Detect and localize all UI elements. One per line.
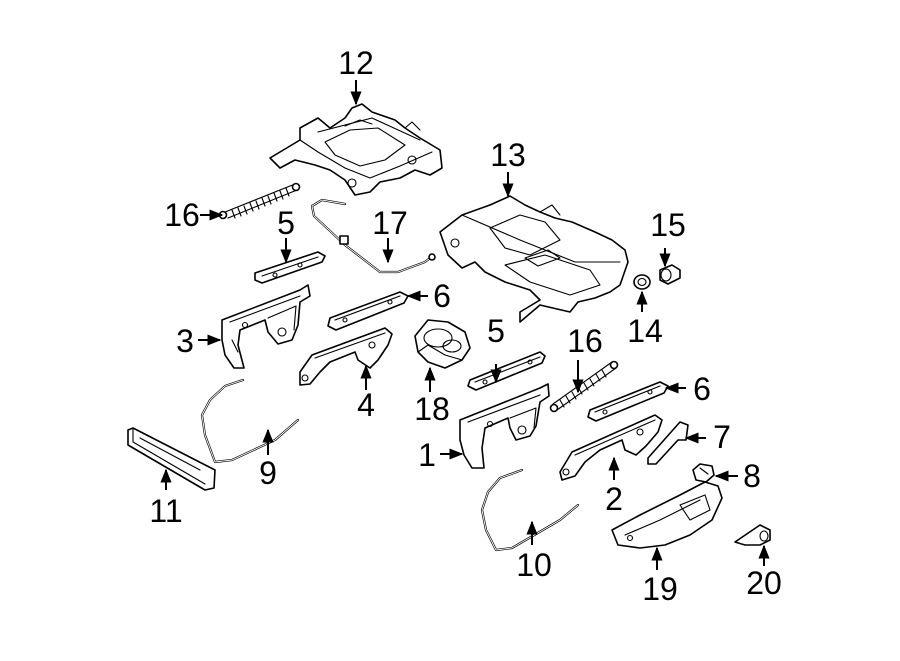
- part-13-seat-frame: [439, 195, 629, 323]
- callout-1: 1: [418, 437, 436, 473]
- part-18-storage-bin: [414, 319, 471, 369]
- part-20-handle: [734, 524, 771, 546]
- callout-6-left: 6: [433, 278, 451, 314]
- part-5-rail-left: [254, 251, 326, 284]
- callout-7: 7: [713, 419, 731, 455]
- callout-14: 14: [627, 313, 663, 349]
- part-15-cap: [659, 264, 681, 285]
- part-9-wire: [200, 378, 300, 464]
- callout-13: 13: [490, 137, 526, 173]
- part-12-seat-frame: [269, 103, 443, 196]
- callout-17: 17: [372, 205, 408, 241]
- part-14-cap: [633, 274, 651, 290]
- part-1-track-right: [459, 383, 550, 469]
- part-4-track-left-lower: [299, 327, 393, 386]
- callout-4: 4: [357, 387, 375, 423]
- callout-2: 2: [605, 481, 623, 517]
- callout-19: 19: [642, 571, 678, 607]
- leader-lines: [160, 80, 770, 570]
- callout-3: 3: [176, 323, 194, 359]
- callout-16-right: 16: [567, 323, 603, 359]
- callout-20: 20: [746, 565, 782, 601]
- part-6-rail-left: [327, 291, 409, 331]
- part-5-rail-right: [467, 351, 546, 391]
- part-11-bar: [127, 427, 216, 491]
- callout-9: 9: [259, 455, 277, 491]
- part-6-rail-right: [587, 381, 669, 422]
- part-10-wire: [480, 468, 580, 552]
- callout-12: 12: [338, 45, 374, 81]
- part-7-bracket: [647, 421, 689, 465]
- part-17-cable: [310, 198, 436, 274]
- callout-5-left: 5: [277, 205, 295, 241]
- callout-18: 18: [414, 391, 450, 427]
- callout-10: 10: [516, 547, 552, 583]
- callout-11: 11: [149, 493, 182, 529]
- part-3-track-left: [221, 284, 311, 369]
- callout-8: 8: [743, 458, 761, 494]
- callout-6-right: 6: [693, 371, 711, 407]
- callout-16-left: 16: [164, 197, 200, 233]
- callout-5-right: 5: [487, 313, 505, 349]
- part-19-trim-cover: [611, 481, 723, 549]
- part-8-clip: [692, 463, 715, 483]
- part-2-track-right-lower: [559, 414, 663, 481]
- callout-labels: 12 13 16 17 5 15 14 6 3 4 18 5 16 6 1 7 …: [149, 45, 781, 607]
- callout-15: 15: [650, 207, 686, 243]
